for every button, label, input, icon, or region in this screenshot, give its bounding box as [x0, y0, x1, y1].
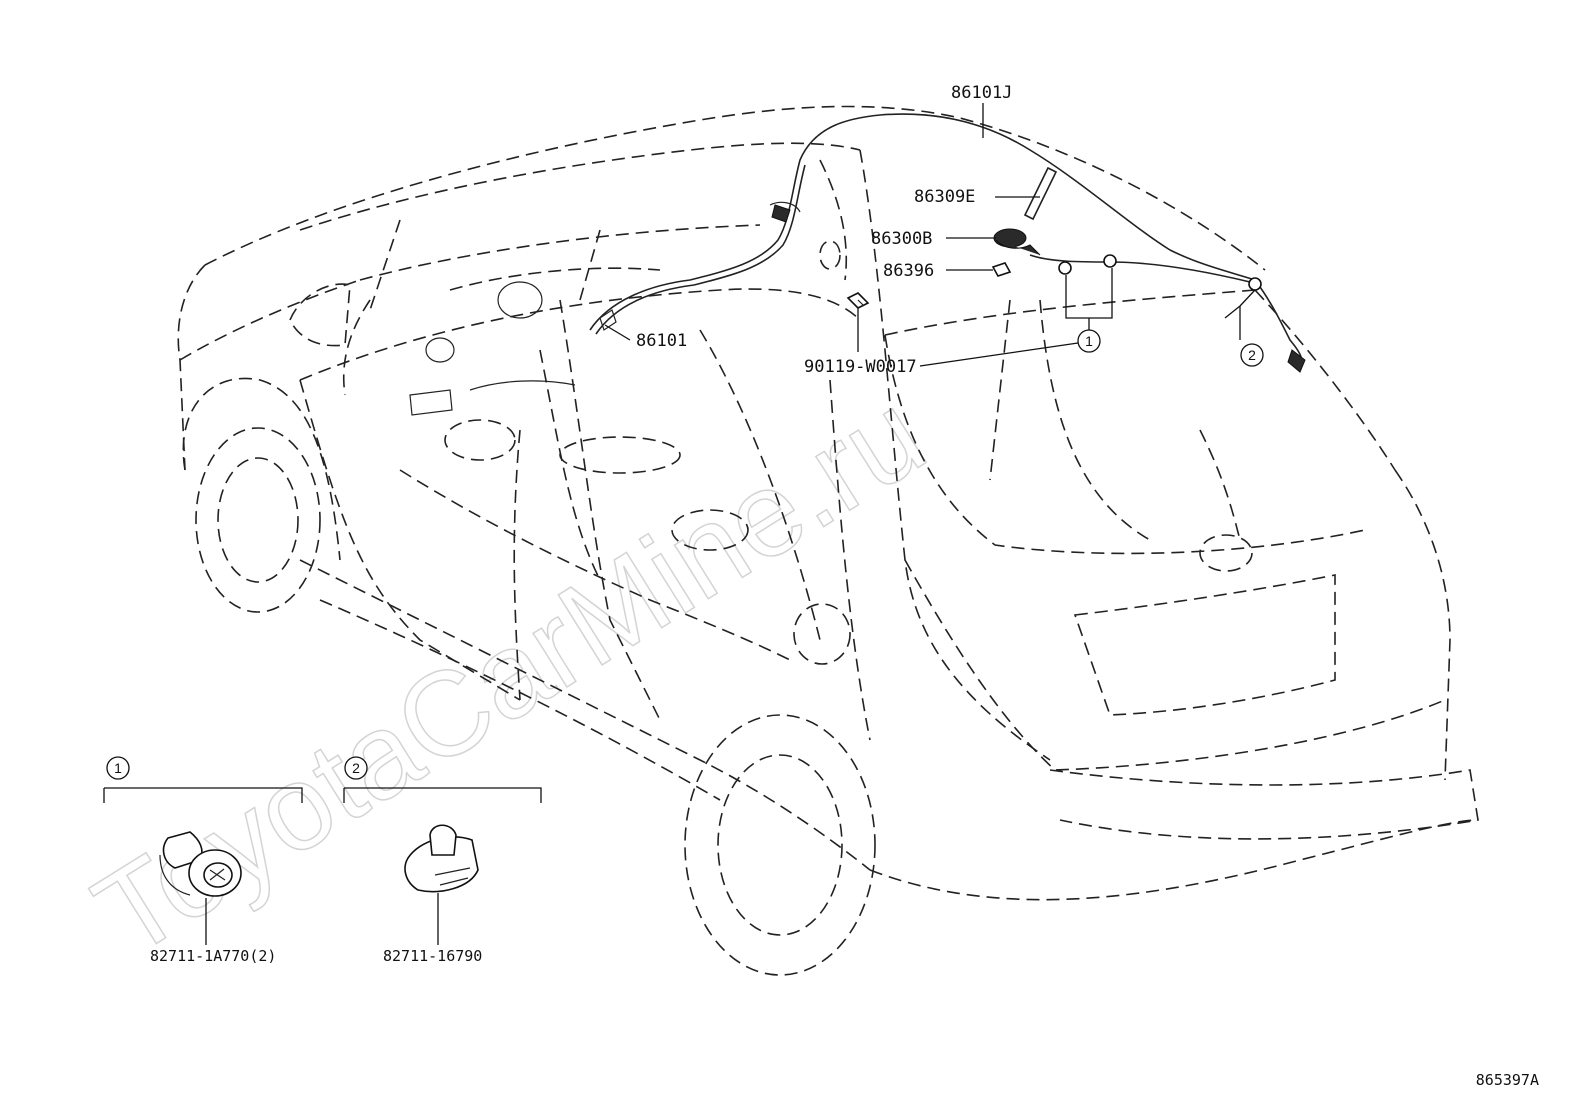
label-82711-1A770: 82711-1A770(2) — [150, 947, 276, 965]
bolt-part — [846, 292, 870, 309]
clip-points — [599, 204, 1306, 373]
antenna-base — [993, 228, 1041, 256]
label-82711-16790: 82711-16790 — [383, 947, 482, 965]
diagram-id: 865397A — [1476, 1071, 1539, 1089]
cushion-part — [991, 262, 1012, 277]
label-86101: 86101 — [636, 331, 687, 351]
antenna-rod — [1023, 166, 1058, 221]
callout-2-marker: 2 — [1240, 343, 1264, 367]
callout-1-marker: 1 — [1077, 329, 1101, 353]
harness-wires — [589, 113, 1303, 371]
label-86101J: 86101J — [951, 83, 1012, 103]
svg-text:2: 2 — [1248, 347, 1256, 363]
svg-text:2: 2 — [352, 760, 360, 776]
leader-lines — [604, 103, 1256, 352]
detail-1: 1 82711-1A770(2) — [103, 756, 303, 965]
label-86300B: 86300B — [871, 229, 932, 249]
label-86309E: 86309E — [914, 187, 975, 207]
label-86396: 86396 — [883, 261, 934, 281]
svg-text:1: 1 — [114, 760, 122, 776]
detail-2: 2 82711-16790 — [343, 756, 542, 965]
svg-text:1: 1 — [1085, 333, 1093, 349]
label-90119-W0017: 90119-W0017 — [804, 357, 917, 377]
